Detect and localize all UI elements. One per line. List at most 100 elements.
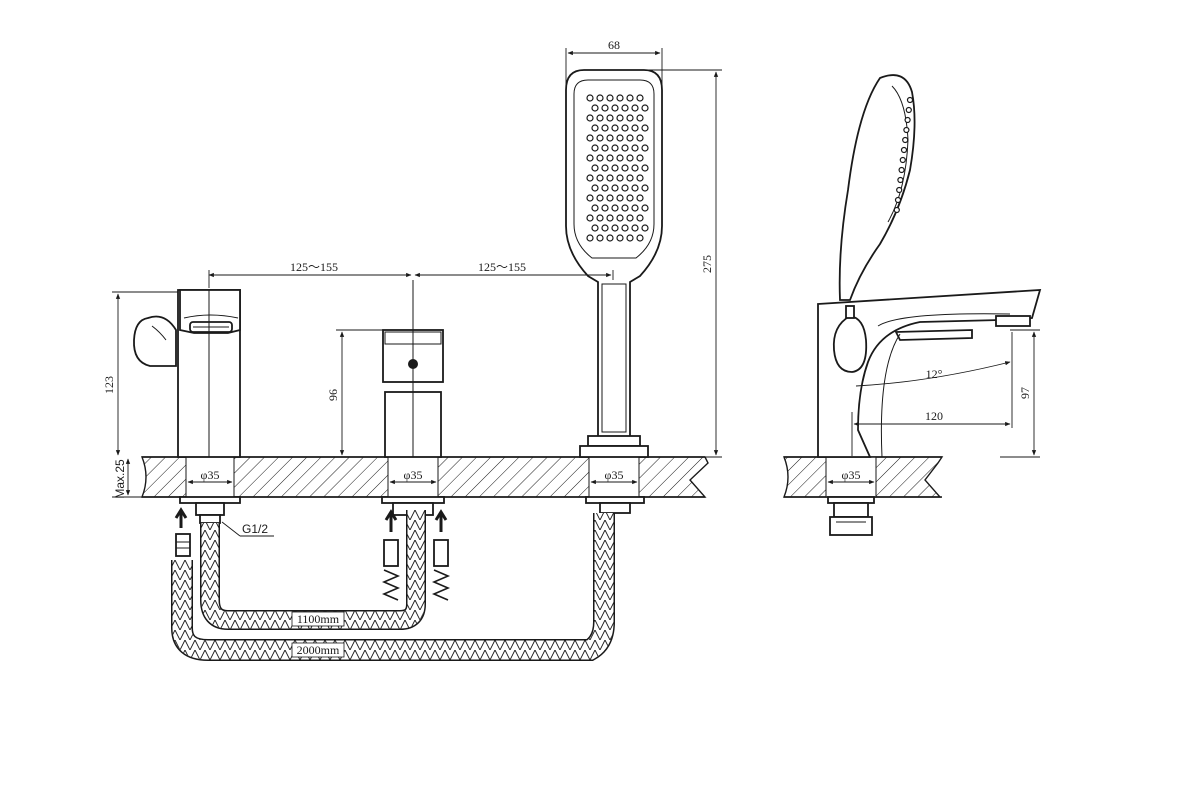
nozzle-dot: [591, 224, 599, 232]
hand-shower-front: [565, 69, 663, 514]
nozzle-dot: [606, 94, 614, 102]
nozzle-dot: [606, 114, 614, 122]
side-nozzle-dot: [896, 186, 903, 194]
nozzle-dot: [616, 134, 624, 142]
hole-dia-1-label: φ35: [201, 468, 220, 482]
side-nozzle-dot: [902, 136, 909, 144]
nozzle-dot: [641, 164, 649, 172]
nozzle-dot: [611, 224, 619, 232]
front-dimensions: 125～155 125～155 123 Max.25 96 φ35 φ35 φ3…: [102, 38, 722, 537]
nozzle-dot: [636, 174, 644, 182]
side-height-label: 97: [1018, 387, 1032, 399]
nozzle-dot: [636, 134, 644, 142]
nozzle-dot: [601, 104, 609, 112]
nozzle-dot: [596, 194, 604, 202]
nozzle-dot: [611, 104, 619, 112]
side-nozzle-dot: [904, 116, 911, 124]
nozzle-dot: [641, 204, 649, 212]
nozzle-dot: [626, 234, 634, 242]
nozzle-dot: [611, 124, 619, 132]
side-nozzle-dot: [900, 146, 908, 154]
nozzle-dot: [621, 124, 629, 132]
nozzle-dot: [641, 144, 649, 152]
side-view: φ35 97 120 12°: [782, 74, 1042, 536]
nozzle-dot: [606, 234, 614, 242]
diverter-unit: [381, 280, 445, 516]
nozzle-dot: [616, 234, 624, 242]
nozzle-dot: [596, 214, 604, 222]
hole-dia-3-label: φ35: [605, 468, 624, 482]
side-nozzle-dot: [903, 126, 910, 134]
nozzle-dot: [616, 214, 624, 222]
nozzle-dot: [621, 164, 629, 172]
nozzle-dot: [641, 184, 649, 192]
nozzle-dot: [591, 144, 599, 152]
nozzle-dot: [611, 144, 619, 152]
side-nozzle-dot: [905, 106, 912, 114]
nozzle-dot: [601, 204, 609, 212]
nozzle-dot: [616, 194, 624, 202]
nozzle-dot: [631, 144, 639, 152]
nozzle-dot: [611, 204, 619, 212]
side-angle-label: 12°: [926, 367, 943, 381]
side-nozzle-dot: [899, 156, 906, 164]
nozzle-grid: [586, 94, 649, 242]
height-mixer-label: 123: [102, 376, 116, 394]
side-nozzle-row: [893, 96, 914, 214]
hose-long-label: 2000mm: [297, 643, 340, 657]
nozzle-dot: [636, 214, 644, 222]
nozzle-dot: [601, 124, 609, 132]
nozzle-dot: [616, 174, 624, 182]
nozzle-dot: [631, 184, 639, 192]
nozzle-dot: [586, 214, 594, 222]
spacing-left-label: 125～155: [290, 260, 338, 274]
flex-connector-mid-right: [431, 509, 451, 601]
nozzle-dot: [626, 154, 634, 162]
nozzle-dot: [591, 204, 599, 212]
nozzle-dot: [616, 154, 624, 162]
nozzle-dot: [606, 214, 614, 222]
nozzle-dot: [641, 104, 649, 112]
nozzle-dot: [606, 154, 614, 162]
nozzle-dot: [636, 154, 644, 162]
nozzle-dot: [621, 204, 629, 212]
nozzle-dot: [586, 234, 594, 242]
nozzle-dot: [601, 184, 609, 192]
nozzle-dot: [626, 214, 634, 222]
hoses: 1100mm 2000mm: [171, 510, 615, 661]
nozzle-dot: [636, 114, 644, 122]
nozzle-dot: [631, 104, 639, 112]
nozzle-dot: [611, 184, 619, 192]
flex-connector-mid-left: [381, 509, 401, 601]
nozzle-dot: [626, 134, 634, 142]
nozzle-dot: [621, 224, 629, 232]
nozzle-dot: [601, 144, 609, 152]
nozzle-dot: [591, 124, 599, 132]
nozzle-dot: [591, 184, 599, 192]
nozzle-dot: [606, 134, 614, 142]
max-deck-label: Max.25: [113, 459, 127, 499]
side-reach-label: 120: [925, 409, 943, 423]
nozzle-dot: [641, 124, 649, 132]
nozzle-dot: [596, 134, 604, 142]
nozzle-dot: [586, 94, 594, 102]
nozzle-dot: [621, 144, 629, 152]
nozzle-dot: [601, 164, 609, 172]
flex-connector-left: [174, 507, 191, 557]
nozzle-dot: [626, 114, 634, 122]
nozzle-dot: [641, 224, 649, 232]
nozzle-dot: [631, 124, 639, 132]
nozzle-dot: [626, 94, 634, 102]
nozzle-dot: [591, 164, 599, 172]
side-nozzle-dot: [894, 196, 902, 204]
nozzle-dot: [616, 94, 624, 102]
nozzle-dot: [631, 224, 639, 232]
nozzle-dot: [586, 174, 594, 182]
nozzle-dot: [606, 194, 614, 202]
nozzle-dot: [631, 204, 639, 212]
hole-dia-2-label: φ35: [404, 468, 423, 482]
side-nozzle-dot: [906, 96, 914, 104]
nozzle-dot: [606, 174, 614, 182]
nozzle-dot: [596, 174, 604, 182]
